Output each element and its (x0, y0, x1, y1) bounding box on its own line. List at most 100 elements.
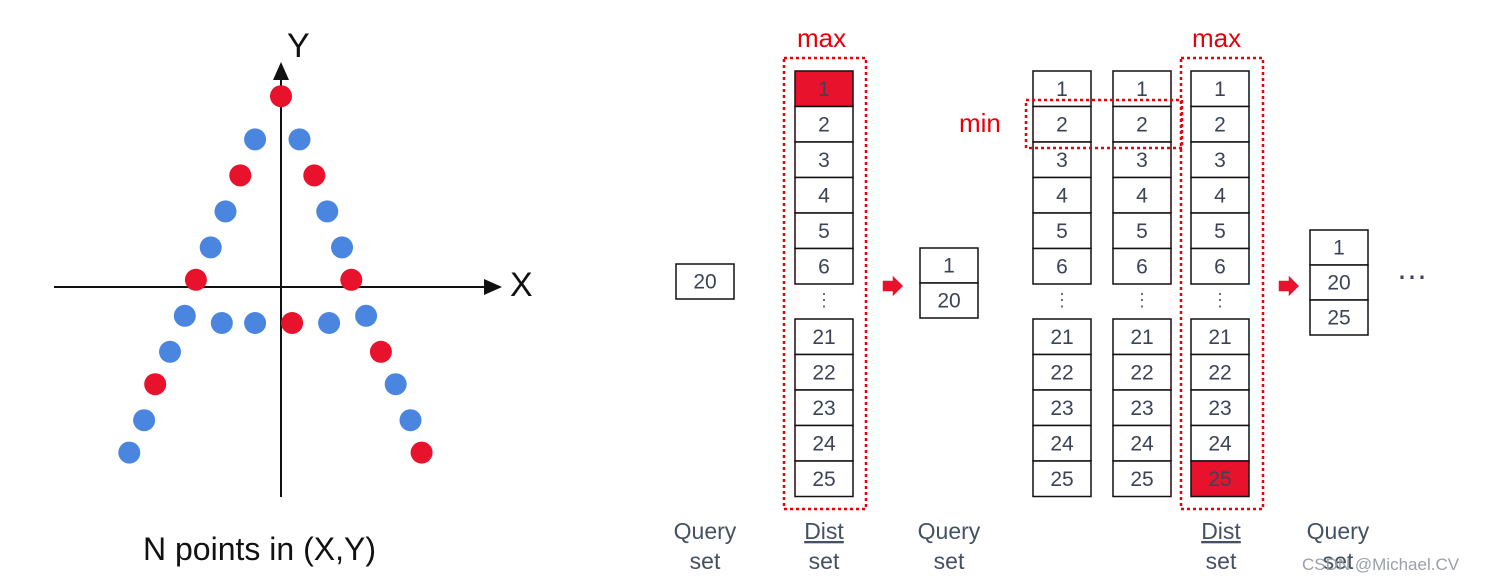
blue-point (210, 312, 233, 334)
dist-cell-5-box (1032, 212, 1092, 250)
dist-cell-2-value: 2 (1056, 113, 1068, 136)
dist-cell-24: 24 (1112, 424, 1172, 462)
dist-cell-3: 3 (1190, 141, 1250, 179)
scatter-caption: N points in (X,Y) (143, 531, 376, 567)
dist-cell-23: 23 (1032, 389, 1092, 427)
dist-cell-22: 22 (1190, 353, 1250, 391)
red-point (369, 340, 392, 363)
dist-cell-1: 1 (794, 70, 854, 108)
dist-cell-24-value: 24 (1130, 432, 1154, 455)
dist-cell-22-box (1032, 353, 1092, 391)
dist-cell-6-value: 6 (1214, 255, 1226, 278)
dist-cell-3-value: 3 (1214, 149, 1226, 172)
dist-cell-23: 23 (1190, 389, 1250, 427)
dist-cell-5: 5 (794, 212, 854, 250)
min-highlight-frame (1024, 98, 1184, 150)
blue-point (214, 200, 237, 223)
query-cell-20: 20 (1309, 264, 1369, 301)
dist-cell-25: 25 (1112, 460, 1172, 498)
dist-cell-1-value: 1 (1056, 78, 1068, 101)
query-cell-20-value: 20 (1327, 272, 1350, 295)
max-label-2: max (1192, 23, 1241, 53)
blue-point (355, 304, 378, 327)
dist-cell-21-value: 21 (1130, 326, 1153, 349)
query-set-1-label-line1: Query (674, 518, 737, 544)
dist-cell-25-box (794, 460, 854, 498)
blue-point (384, 373, 407, 396)
dist-cell-21-box (794, 318, 854, 356)
dist-cell-23-value: 23 (1130, 397, 1153, 420)
query-cell-1-box (919, 247, 979, 284)
dist-cell-3-box (794, 141, 854, 179)
blue-point (133, 409, 156, 432)
dist-cell-22: 22 (1032, 353, 1092, 391)
dist-cell-24-box (794, 424, 854, 462)
query-cell-20-value: 20 (937, 290, 960, 313)
red-point (410, 441, 433, 464)
dist-cell-21-box (1032, 318, 1092, 356)
dist-cell-4-value: 4 (1056, 184, 1068, 207)
dist-cell-1: 1 (1190, 70, 1250, 108)
dist-cell-2: 2 (1190, 105, 1250, 143)
dist-cell-21: 21 (1190, 318, 1250, 356)
dist-cell-4: 4 (1112, 176, 1172, 214)
query-cell-1-box (1309, 229, 1369, 266)
dist-cell-3-value: 3 (1056, 149, 1068, 172)
dist-cell-25-value: 25 (812, 468, 835, 491)
red-point (184, 268, 207, 291)
red-point (303, 164, 326, 187)
dist-cell-5-box (1190, 212, 1250, 250)
dist-cell-23: 23 (794, 389, 854, 427)
dist-cell-25-box (1190, 460, 1250, 498)
dist-cell-3-value: 3 (818, 149, 830, 172)
dist-cell-22: 22 (794, 353, 854, 391)
dist-cell-6: 6 (1112, 247, 1172, 285)
dist-cell-22-value: 22 (1130, 361, 1153, 384)
dist-cell-6-value: 6 (818, 255, 830, 278)
dist-cell-24-box (1190, 424, 1250, 462)
dist-cell-2: 2 (1112, 105, 1172, 143)
dist-cell-22-box (1112, 353, 1172, 391)
dist-cell-1-value: 1 (1214, 78, 1226, 101)
dist-cell-5: 5 (1112, 212, 1172, 250)
dist-cell-25-value: 25 (1208, 468, 1231, 491)
x-axis-label: X (510, 266, 533, 304)
dist-cell-23-box (1112, 389, 1172, 427)
query-cell-20-box (675, 263, 735, 300)
dist-cell-21: 21 (794, 318, 854, 356)
blue-point (316, 200, 339, 223)
dist-cell-6-box (794, 247, 854, 285)
min-label: min (959, 108, 1001, 138)
dist-cell-6: 6 (1032, 247, 1092, 285)
query-set-2: 1 20 (919, 247, 979, 319)
max-label-1: max (797, 23, 846, 53)
blue-point (244, 128, 267, 151)
dist-cell-4: 4 (1190, 176, 1250, 214)
blue-point (244, 312, 267, 334)
dist-cell-21-value: 21 (1208, 326, 1231, 349)
dist-set-1-label-line1: Dist (804, 518, 844, 544)
dist-cell-2: 2 (794, 105, 854, 143)
query-cell-20: 20 (919, 282, 979, 319)
dist-cell-6-box (1032, 247, 1092, 285)
watermark: CSDN @Michael.CV (1302, 555, 1460, 574)
dist-cell-25: 25 (1190, 460, 1250, 498)
dist-cell-23-value: 23 (812, 397, 835, 420)
query-cell-1-value: 1 (943, 255, 955, 278)
red-point (229, 164, 252, 187)
dist-cell-2-value: 2 (1214, 113, 1226, 136)
blue-point (331, 236, 354, 259)
y-axis-label: Y (287, 27, 310, 65)
dist-cell-24: 24 (1190, 424, 1250, 462)
points-layer (118, 85, 433, 464)
query-cell-25-value: 25 (1327, 307, 1350, 330)
query-cell-20-value: 20 (693, 271, 716, 294)
dist-cell-21-value: 21 (812, 326, 835, 349)
step-arrow-1 (881, 272, 906, 300)
dist-cell-6: 6 (794, 247, 854, 285)
dist-cell-22-value: 22 (1208, 361, 1231, 384)
